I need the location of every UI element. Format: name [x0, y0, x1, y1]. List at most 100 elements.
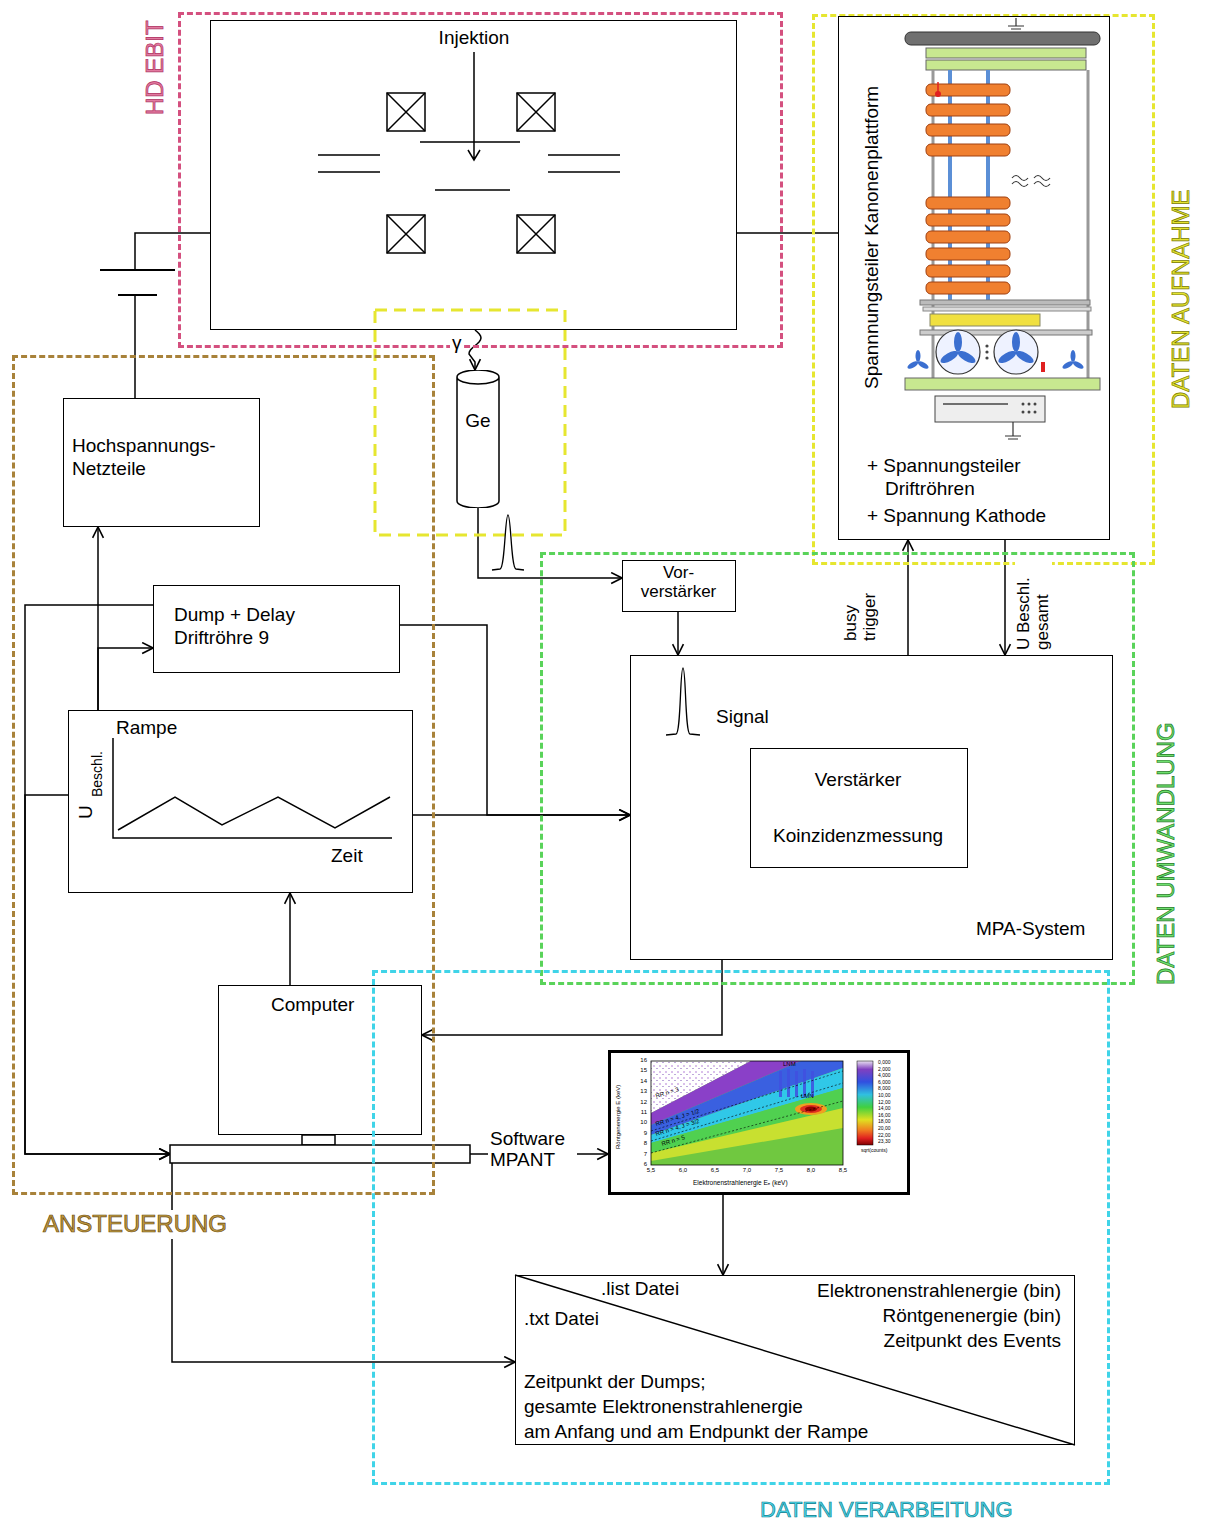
box-label: 14,00 [878, 1105, 891, 1111]
drawing-rect [387, 215, 425, 253]
region-title: DATEN AUFNAHME [1167, 189, 1196, 409]
drawing-ellipse [997, 349, 1018, 366]
drawing-rect [923, 307, 1091, 311]
connector [677, 612, 679, 655]
box-label: .list Datei [601, 1278, 679, 1301]
edge-label: U Beschl. gesamt [1015, 560, 1052, 652]
process-box: Vor- verstärker [622, 560, 736, 612]
box-label: Beschl. [89, 751, 106, 797]
box-label: 22,00 [878, 1132, 891, 1138]
drawing-rect [926, 60, 1086, 70]
box-label: 2,000 [878, 1066, 891, 1072]
drawing-ellipse [916, 350, 921, 362]
box-label: LNM [783, 1061, 796, 1068]
box-label: 6,000 [878, 1079, 891, 1085]
drawing-path [943, 403, 1008, 405]
drawing-path [517, 93, 555, 131]
box-label: Koinzidenzmessung [751, 825, 966, 848]
process-box: Dump + Delay Driftröhre 9 [153, 585, 400, 673]
drawing-circle [985, 350, 988, 353]
drawing-rect [926, 124, 1010, 136]
drawing-rect [811, 1071, 814, 1097]
drawing-ellipse [1072, 360, 1085, 370]
connector [907, 540, 909, 655]
drawing-rect [905, 32, 1100, 45]
box-label: 13 [631, 1088, 647, 1095]
edge-label: γ [450, 333, 464, 354]
drawing-path [387, 215, 425, 253]
box-label: 7 [631, 1151, 647, 1158]
drawing-g [905, 18, 1100, 439]
region-title: DATEN UMWANDLUNG [1152, 722, 1181, 985]
drawing-path [937, 82, 939, 92]
drawing-rect [651, 1061, 843, 1165]
edge-label: busy trigger [842, 577, 879, 643]
drawing-rect [920, 300, 1090, 305]
box-label: .txt Datei [524, 1308, 599, 1331]
box-label: Hochspannungs- Netzteile [72, 435, 252, 481]
region-frame: Spannnungsteiler Kanonenplattform+ Spann… [812, 14, 1155, 565]
drawing-path [113, 738, 392, 838]
connector [135, 233, 210, 398]
drawing-ellipse [906, 360, 919, 370]
drawing-ellipse [1061, 360, 1074, 370]
box-label: Zeit [331, 845, 363, 868]
drawing-rect [926, 197, 1010, 209]
drawing-path [492, 515, 524, 570]
detector-cylinder: Ge [456, 370, 500, 508]
box-label: 8,0 [801, 1167, 821, 1174]
drawing-rect [779, 1071, 782, 1097]
box-label: + Spannungsteiler Driftröhren [867, 455, 1100, 501]
box-label: 8 [631, 1140, 647, 1147]
cylinder-shape [457, 370, 499, 508]
box-label: 4,000 [878, 1072, 891, 1078]
drawing-rect [387, 93, 425, 131]
box-label: Elektronenstrahlenergie Eₑ (keV) [693, 1179, 788, 1187]
drawing-polygon [651, 1108, 843, 1161]
drawing-circle [1034, 411, 1037, 414]
box-label: LMN [801, 1093, 814, 1100]
drawing-path [666, 668, 700, 735]
connector [25, 605, 170, 1154]
drawing-circle [985, 356, 988, 359]
drawing-g [926, 84, 1010, 294]
region-frame: Hochspannungs- NetzteileDump + Delay Dri… [12, 355, 435, 1195]
connector [413, 814, 630, 816]
drawing-line [651, 1083, 843, 1141]
drawing-circle [1028, 403, 1031, 406]
box-label: 15 [631, 1067, 647, 1074]
drawing-rect [787, 1069, 790, 1097]
connector [469, 330, 481, 370]
box-label: 14 [631, 1078, 647, 1085]
drawing-path [1012, 176, 1050, 187]
box-label: 8,000 [878, 1085, 891, 1091]
box-label: sqrt(counts) [861, 1147, 887, 1153]
box-label: U [75, 805, 98, 819]
drawing-circle [985, 344, 988, 347]
box-label: 6 [631, 1161, 647, 1168]
region-title: ANSTEUERUNG [40, 1210, 230, 1239]
box-label: 18,00 [878, 1118, 891, 1124]
box-label: 6,0 [673, 1167, 693, 1174]
drawing-circle [936, 330, 980, 374]
box-label: Dump + Delay Driftröhre 9 [174, 604, 324, 650]
connector [1004, 540, 1006, 655]
drawing-circle [994, 330, 1038, 374]
drawing-rect [930, 314, 1040, 326]
connector [737, 232, 838, 234]
file-box: .list Datei.txt DateiElektronenstrahlene… [515, 1275, 1075, 1445]
drawing-path [387, 93, 425, 131]
system-box: VerstärkerKoinzidenzmessungSignalMPA-Sys… [630, 655, 1113, 960]
drawing-circle [1022, 411, 1025, 414]
region-title: HD EBIT [141, 20, 170, 115]
drawing-rect [119, 271, 153, 294]
box-label: Röntgenenergie (bin) [786, 1305, 1061, 1328]
connector [25, 795, 170, 1154]
box-label: 16 [631, 1057, 647, 1064]
region-frame: Röntgenenergie E (keV)Elektronenstrahlen… [372, 970, 1110, 1485]
box-label: 20,00 [878, 1125, 891, 1131]
drawing-path [118, 797, 390, 830]
